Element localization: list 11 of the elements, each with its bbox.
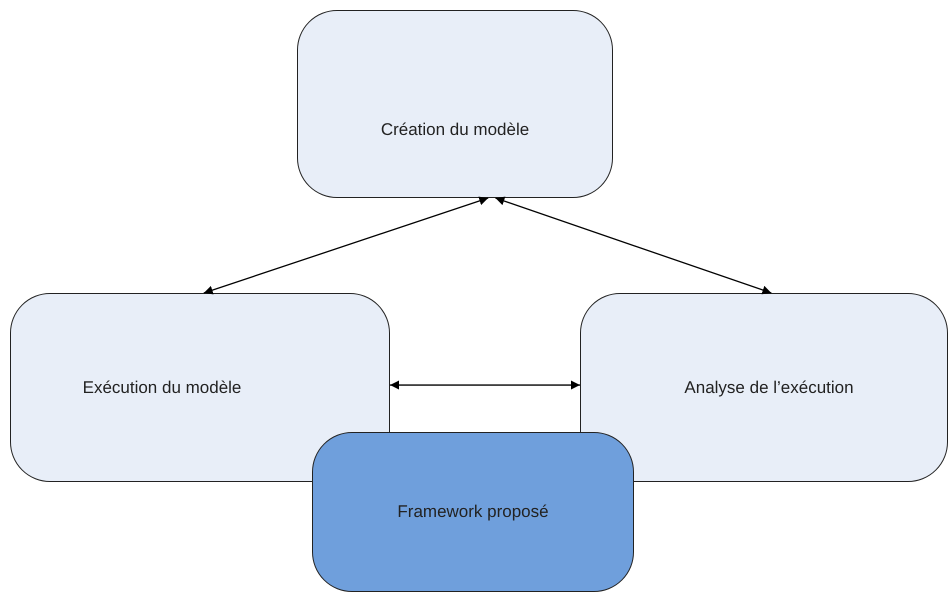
node-label: Analyse de l’exécution — [684, 378, 854, 398]
rounded-box — [580, 293, 948, 482]
double-arrow — [390, 380, 580, 390]
double-arrow — [204, 196, 488, 294]
rounded-box — [297, 10, 613, 198]
rounded-box — [312, 432, 634, 592]
node-label: Exécution du modèle — [82, 378, 242, 398]
double-arrow — [495, 196, 772, 294]
node-label: Création du modèle — [380, 120, 530, 140]
rounded-box — [10, 293, 390, 482]
node-label: Framework proposé — [397, 502, 549, 522]
